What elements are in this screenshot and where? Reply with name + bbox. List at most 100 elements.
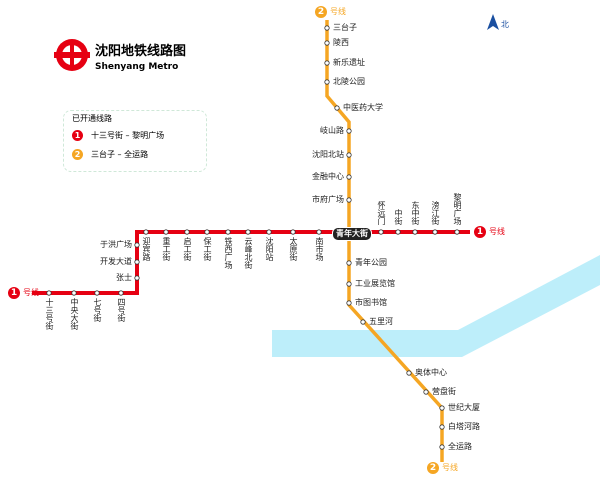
line-1-station-dot[interactable] [46,290,52,296]
line-1-station-dot[interactable] [204,229,210,235]
line-1-station-dot[interactable] [290,229,296,235]
line-1-icon: 1 [8,287,20,299]
line-1-station-dot[interactable] [134,259,140,265]
line-2-station-label[interactable]: 北陵公园 [333,77,365,86]
line-2-station-dot[interactable] [346,152,352,158]
line-1-station-dot[interactable] [163,229,169,235]
line-1-station-label[interactable]: 开发大道 [100,257,132,266]
line-2-station-dot[interactable] [324,25,330,31]
interchange-station-label[interactable]: 青年大街 [332,227,372,241]
line-1-station-label[interactable]: 滂江街 [431,201,440,225]
line-2-station-dot[interactable] [324,79,330,85]
line-1-station-label[interactable]: 张士 [116,273,132,282]
line-1-station-dot[interactable] [143,229,149,235]
line-2-station-dot[interactable] [406,370,412,376]
line-1-station-label[interactable]: 南市场 [315,237,324,261]
line-1-station-dot[interactable] [395,229,401,235]
legend-item-line-1[interactable]: 1 十三号街 – 黎明广场 [72,130,164,141]
line-1-station-label[interactable]: 十三号街 [45,298,54,330]
line-1-station-dot[interactable] [412,229,418,235]
line-1-station-dot[interactable] [184,229,190,235]
line-1-station-label[interactable]: 黎明广场 [453,193,462,225]
line-1-station-label[interactable]: 于洪广场 [100,240,132,249]
line-1-station-label[interactable]: 迎宾路 [142,237,151,261]
line-2-station-label[interactable]: 陵西 [333,38,349,47]
legend-item-label: 三台子 – 全运路 [91,149,149,159]
line-1-station-label[interactable]: 重工街 [162,237,171,261]
line-2-station-dot[interactable] [346,300,352,306]
badge-label: 号线 [330,7,346,16]
line-2-station-dot[interactable] [439,444,445,450]
line-1-icon: 1 [474,226,486,238]
line-1-station-label[interactable]: 七号街 [93,298,102,322]
line-2-station-label[interactable]: 市图书馆 [355,298,387,307]
line-2-station-label[interactable]: 全运路 [448,442,472,451]
map-title: 沈阳地铁线路图 [95,44,187,59]
line-1-station-label[interactable]: 保工街 [203,237,212,261]
line-2-station-label[interactable]: 五里河 [369,317,393,326]
line-2-station-dot[interactable] [346,281,352,287]
line-2-station-label[interactable]: 世纪大厦 [448,403,480,412]
line-2-station-label[interactable]: 金融中心 [312,172,344,181]
line-2-station-label[interactable]: 岐山路 [320,126,344,135]
line-1-icon: 1 [72,130,83,141]
line-2-station-dot[interactable] [324,40,330,46]
line-2-station-dot[interactable] [346,128,352,134]
line-2-station-dot[interactable] [346,197,352,203]
legend-item-line-2[interactable]: 2 三台子 – 全运路 [72,149,148,160]
line-1-station-dot[interactable] [316,229,322,235]
line-2-station-dot[interactable] [324,60,330,66]
line-1-station-dot[interactable] [134,242,140,248]
line-2-station-dot[interactable] [346,174,352,180]
line-1-station-label[interactable]: 启工街 [183,237,192,261]
line-2-station-dot[interactable] [334,105,340,111]
line-1-station-label[interactable]: 云峰北街 [244,237,253,269]
logo-icon [54,39,90,71]
line-2-station-label[interactable]: 新乐遗址 [333,58,365,67]
legend-item-label: 十三号街 – 黎明广场 [91,130,165,140]
line-1-station-label[interactable]: 怀远门 [377,201,386,225]
line-2-station-label[interactable]: 三台子 [333,23,357,32]
north-arrow-icon [487,14,499,30]
line-2-station-label[interactable]: 营盘街 [432,387,456,396]
line-2-station-dot[interactable] [346,260,352,266]
line-2-station-label[interactable]: 中医药大学 [343,103,383,112]
line-2-icon: 2 [72,149,83,160]
line-1-station-dot[interactable] [225,229,231,235]
line-2-station-label[interactable]: 奥体中心 [415,368,447,377]
line-2-station-dot[interactable] [439,405,445,411]
line-1-station-dot[interactable] [378,229,384,235]
line-1-station-label[interactable]: 东中街 [411,201,420,225]
line-2-icon: 2 [315,6,327,18]
line-1-station-dot[interactable] [432,229,438,235]
line-2-station-dot[interactable] [360,319,366,325]
line-1-station-dot[interactable] [94,290,100,296]
line-1-station-dot[interactable] [454,229,460,235]
line-2-station-label[interactable]: 工业展览馆 [355,279,395,288]
legend: 已开通线路 1 十三号街 – 黎明广场 2 三台子 – 全运路 [63,110,207,172]
line-1-station-label[interactable]: 铁西广场 [224,237,233,269]
line-2-station-label[interactable]: 沈阳北站 [312,150,344,159]
legend-title: 已开通线路 [72,114,112,123]
line-1-station-dot[interactable] [266,229,272,235]
line-2-station-dot[interactable] [439,424,445,430]
line-1-station-label[interactable]: 中央大街 [70,298,79,330]
line-1-station-dot[interactable] [134,275,140,281]
line-1-station-dot[interactable] [71,290,77,296]
badge-label: 号线 [442,463,458,472]
line-1-station-label[interactable]: 中街 [394,209,403,225]
line-1-station-dot[interactable] [245,229,251,235]
line-2-station-dot[interactable] [423,389,429,395]
line-2-station-label[interactable]: 白塔河路 [448,422,480,431]
line-1-station-label[interactable]: 太原街 [289,237,298,261]
line-2-station-label[interactable]: 市府广场 [312,195,344,204]
line-1-station-label[interactable]: 沈阳站 [265,237,274,261]
line-1-station-dot[interactable] [118,290,124,296]
line-2-station-label[interactable]: 青年公园 [355,258,387,267]
line-1-station-label[interactable]: 四号街 [117,298,126,322]
